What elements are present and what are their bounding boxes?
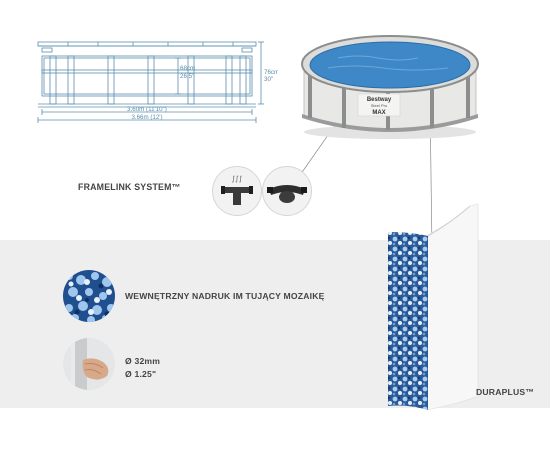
- height-inner-metric: 68cm: [180, 65, 195, 72]
- framelink-connector-icon: ∫∫∫: [221, 175, 253, 205]
- mosaic-label: WEWNĘTRZNY NADRUK IM TUJĄCY MOZAIKĘ: [125, 291, 325, 301]
- height-inner-imperial: 26.5": [180, 73, 194, 80]
- pool-dimension-drawing: 68cm 26.5" 76cm 30" 3.60m (11'10") 3.66m…: [37, 41, 278, 123]
- mosaic-sample-circle: [63, 270, 115, 322]
- diameter-metric: Ø 32mm: [125, 356, 161, 366]
- duraplus-wall-illustration: [388, 203, 479, 410]
- framelink-clip-circle: [262, 166, 312, 216]
- width-inner: 3.60m (11'10"): [127, 106, 167, 113]
- framelink-clip-icon: [267, 185, 307, 203]
- pool-illustration: Bestway Steel Pro MAX: [301, 35, 479, 139]
- pool-brand: Bestway: [367, 97, 392, 103]
- framelink-connector-circle: ∫∫∫: [212, 166, 262, 216]
- pipe-grip-circle: [63, 338, 115, 390]
- height-outer-imperial: 30": [264, 76, 273, 83]
- pool-model: MAX: [372, 110, 385, 116]
- pool-model-line: Steel Pro: [371, 103, 388, 108]
- width-outer: 3.66m (12'): [131, 114, 162, 121]
- svg-text:∫∫∫: ∫∫∫: [232, 175, 243, 183]
- height-outer-metric: 76cm: [264, 69, 278, 76]
- framelink-label: FRAMELINK SYSTEM™: [78, 182, 181, 192]
- duraplus-label: DURAPLUS™: [476, 387, 535, 397]
- diameter-imperial: Ø 1.25": [125, 369, 157, 379]
- mosaic-sample-icon: [63, 270, 115, 322]
- pipe-grip-icon: [71, 338, 109, 390]
